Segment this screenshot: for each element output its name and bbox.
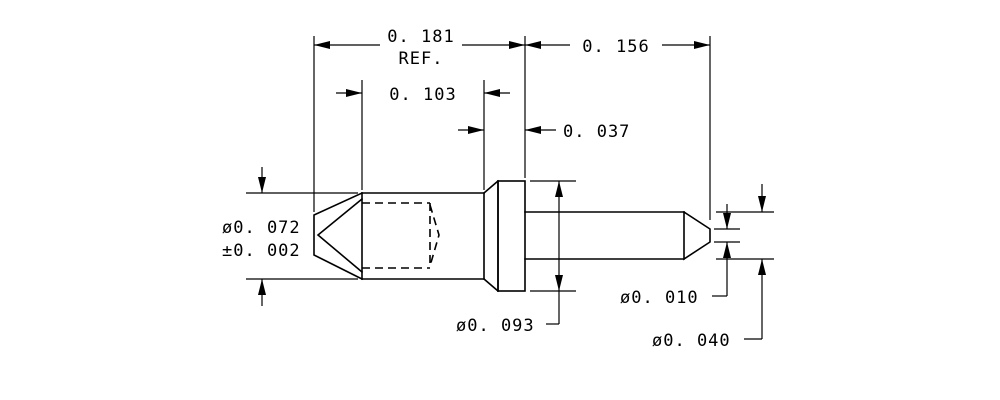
dim-body-diameter-tolerance: ±0. 002 xyxy=(222,241,301,261)
dim-collar-diameter: ø0. 093 xyxy=(456,181,563,336)
dim-collar-diameter-value: ø0. 093 xyxy=(456,316,535,336)
collar xyxy=(497,180,526,292)
body-right-chamfer xyxy=(482,179,500,293)
dim-overall-length: 0. 181 REF. xyxy=(314,27,525,69)
left-tip-outline xyxy=(313,191,364,281)
extension-lines xyxy=(246,36,774,292)
dim-collar-width-value: 0. 037 xyxy=(563,122,630,142)
dim-collar-width: 0. 037 xyxy=(458,122,630,142)
part-outline xyxy=(313,179,711,293)
left-tip-inner-cone xyxy=(316,197,364,274)
dim-tip-diameter: ø0. 010 xyxy=(620,204,731,308)
dim-body-diameter: ø0. 072 ±0. 002 xyxy=(222,167,301,306)
dim-overall-length-note: REF. xyxy=(399,49,444,69)
dim-tip-diameter-value: ø0. 010 xyxy=(620,288,699,308)
dim-body-diameter-value: ø0. 072 xyxy=(222,218,301,238)
dim-pin-diameter-value: ø0. 040 xyxy=(652,331,731,351)
dim-pin-length-value: 0. 156 xyxy=(582,37,649,57)
pin-tip xyxy=(682,210,711,261)
dim-pin-diameter: ø0. 040 xyxy=(652,184,766,351)
dim-body-length: 0. 103 xyxy=(336,85,510,105)
dim-overall-length-value: 0. 181 xyxy=(387,27,454,47)
hidden-bore xyxy=(362,202,440,269)
dim-body-length-value: 0. 103 xyxy=(389,85,456,105)
dim-pin-length: 0. 156 xyxy=(525,37,710,57)
